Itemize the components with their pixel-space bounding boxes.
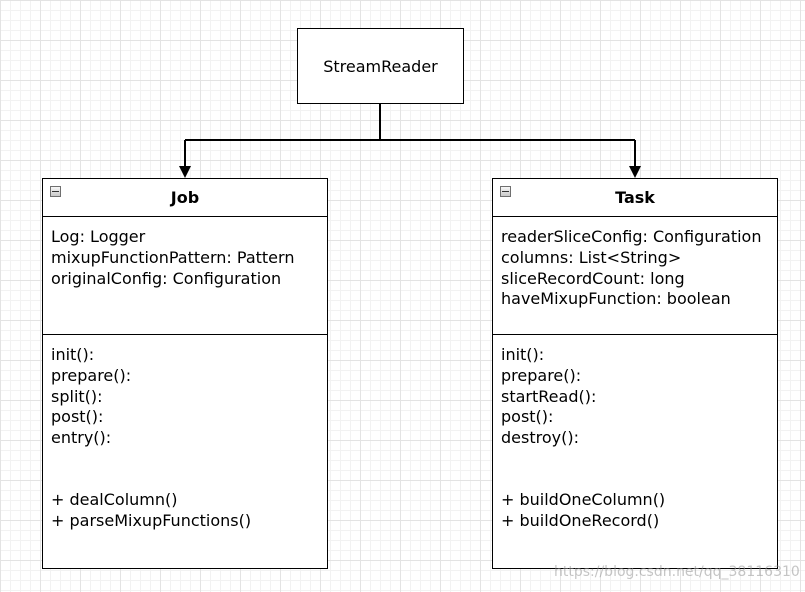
watermark: https://blog.csdn.net/qq_38116310 bbox=[554, 564, 800, 580]
job-operation: post(): bbox=[51, 407, 104, 427]
job-operation: prepare(): bbox=[51, 365, 132, 385]
job-attribute: originalConfig: Configuration bbox=[51, 268, 282, 288]
job-class-header: Job bbox=[43, 179, 327, 217]
job-operation: split(): bbox=[51, 386, 103, 406]
task-helper-operation: + buildOneRecord() bbox=[501, 510, 660, 530]
task-helper-operations: + buildOneColumn() + buildOneRecord() bbox=[501, 490, 769, 532]
task-operation: startRead(): bbox=[501, 386, 597, 406]
task-class-box[interactable]: Task readerSliceConfig: Configuration co… bbox=[492, 178, 778, 569]
stream-reader-box[interactable]: StreamReader bbox=[297, 28, 464, 104]
job-attribute: Log: Logger bbox=[51, 227, 146, 246]
arrowhead-task bbox=[629, 166, 641, 178]
task-operations: init(): prepare(): startRead(): post(): … bbox=[493, 335, 777, 532]
task-operation: init(): bbox=[501, 345, 545, 364]
collapse-icon[interactable] bbox=[500, 186, 511, 197]
task-class-header: Task bbox=[493, 179, 777, 217]
job-helper-operation: + parseMixupFunctions() bbox=[51, 510, 252, 530]
collapse-icon[interactable] bbox=[50, 186, 61, 197]
task-attributes: readerSliceConfig: Configuration columns… bbox=[493, 217, 777, 335]
job-helper-operations: + dealColumn() + parseMixupFunctions() bbox=[51, 490, 319, 532]
task-operation: prepare(): bbox=[501, 365, 582, 385]
job-operation: init(): bbox=[51, 345, 95, 364]
task-attribute: readerSliceConfig: Configuration bbox=[501, 227, 762, 246]
task-class-name: Task bbox=[615, 188, 655, 207]
task-operation: destroy(): bbox=[501, 428, 579, 448]
arrowhead-job bbox=[179, 166, 191, 178]
job-operations: init(): prepare(): split(): post(): entr… bbox=[43, 335, 327, 532]
job-attributes: Log: Logger mixupFunctionPattern: Patter… bbox=[43, 217, 327, 335]
stream-reader-label: StreamReader bbox=[323, 56, 438, 76]
job-operation: entry(): bbox=[51, 428, 112, 448]
task-attribute: sliceRecordCount: long bbox=[501, 268, 685, 288]
task-helper-operation: + buildOneColumn() bbox=[501, 489, 666, 509]
job-class-box[interactable]: Job Log: Logger mixupFunctionPattern: Pa… bbox=[42, 178, 328, 569]
job-class-name: Job bbox=[170, 188, 200, 207]
task-operation: post(): bbox=[501, 407, 554, 427]
job-attribute: mixupFunctionPattern: Pattern bbox=[51, 247, 295, 267]
task-attribute: columns: List<String> bbox=[501, 247, 682, 267]
job-helper-operation: + dealColumn() bbox=[51, 489, 178, 509]
task-attribute: haveMixupFunction: boolean bbox=[501, 289, 731, 309]
